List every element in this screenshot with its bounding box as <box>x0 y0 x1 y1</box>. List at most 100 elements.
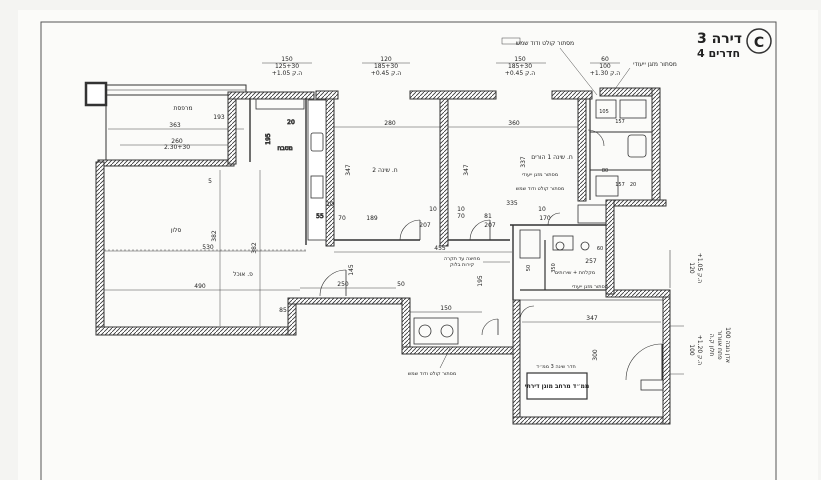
right-notes: 120 +1.05 ה.ק 100 +1.20 ה.ק חלון ק.ה פתח… <box>669 250 731 375</box>
mamad-box-text: ממ״ד מרחב מוגן דירתי <box>525 383 589 390</box>
dim-70b: 70 <box>338 215 346 222</box>
dim-455: 455 <box>434 245 446 252</box>
dim-5: 5 <box>208 178 212 185</box>
dining-label: פ. אוכל <box>233 271 253 278</box>
dim-20b: 20 <box>630 182 636 188</box>
dim-55: 55 <box>316 213 324 220</box>
top-dim-4-height: +1.30 ה.ק <box>590 70 620 77</box>
top-dim-3-width: 150 <box>514 56 526 63</box>
dim-195b: 195 <box>477 275 484 287</box>
dim-20: 20 <box>287 119 295 126</box>
top-dim-3-sub: 185+30 <box>508 63 532 70</box>
top-dim-2-height: +0.45 ה.ק <box>371 70 401 77</box>
dim-300: 300 <box>592 349 599 361</box>
top-dim-1-width: 150 <box>281 56 293 63</box>
sill-note: אדן גובה 100 <box>724 327 731 363</box>
apartment-title: דירה 3 <box>697 31 742 47</box>
dim-280: 280 <box>384 120 396 127</box>
dim-382b: 382 <box>251 242 258 254</box>
dim-170: 170 <box>539 215 551 222</box>
mamad-room: 347 300 חדר שינה 3 ממ״ד ממ״ד מרחב מוגן ד… <box>519 299 664 418</box>
master-bath: 105 157 157 20 80 <box>595 99 647 197</box>
dim-120: 120 <box>688 262 695 274</box>
dim-337: 337 <box>520 156 527 168</box>
dim-193: 193 <box>213 114 225 121</box>
dim-230: 2.30+30 <box>164 144 190 151</box>
height-120: +1.05 ה.ק <box>696 253 703 283</box>
dim-189: 189 <box>366 215 378 222</box>
bedroom2-label: ח. שינה 2 <box>372 167 397 174</box>
dim-360: 360 <box>508 120 520 127</box>
dim-106: 105 <box>599 109 609 115</box>
dim-382a: 382 <box>211 230 218 242</box>
bedroom1-label: ח. שינה 1 הורים <box>531 154 573 161</box>
kitchen-label: מטבח <box>277 145 292 152</box>
bath-label: מקלחת + שירותים <box>555 270 595 276</box>
laundry: 150 מסתור קולט ודוד שמש <box>408 305 499 377</box>
plan-number-circle <box>746 28 772 54</box>
title-block: C דירה 3 4 חדרים <box>697 28 772 60</box>
dim-70a: 70 <box>457 213 465 220</box>
dim-347b: 347 <box>463 164 470 176</box>
top-note-a: מסתור קולט ודוד שמש <box>516 40 574 47</box>
dim-530: 530 <box>202 244 214 251</box>
paper-sheet <box>18 10 818 480</box>
mamad-box <box>526 372 588 400</box>
corridor: מחיצה עד תקרה קירות בלוק 455 195 50 70 1… <box>326 201 546 288</box>
drawing-frame <box>40 21 777 480</box>
plan-number: C <box>754 35 764 51</box>
service-hall: 257 מקלחת + שירותים 60 50 350 <box>519 204 607 276</box>
hvac-note-2: מסתור קולט ודוד שמש <box>516 186 565 192</box>
dim-10b: 10 <box>457 206 465 213</box>
dim-260: 260 <box>171 138 183 145</box>
dim-257: 257 <box>585 258 597 265</box>
dim-157b: 157 <box>615 182 625 188</box>
dim-195: 195 <box>265 133 272 145</box>
dim-490: 490 <box>194 283 206 290</box>
dim-100: 100 <box>688 344 695 356</box>
dim-335: 335 <box>506 200 518 207</box>
dim-363: 363 <box>169 122 181 129</box>
top-dim-1-height: +1.05 ה.ק <box>272 70 302 77</box>
height-100: +1.20 ה.ק <box>696 335 703 365</box>
dim-347a: 347 <box>345 164 352 176</box>
vent-note: פתח אוורור <box>716 330 723 359</box>
dim-145: 145 <box>348 264 355 276</box>
partitions <box>104 98 652 300</box>
dim-10c: 10 <box>326 201 334 208</box>
service-label: מסתור מזגן ייעודי <box>572 284 608 290</box>
dim-50a: 50 <box>397 281 405 288</box>
dim-250: 250 <box>337 281 349 288</box>
dim-150: 150 <box>440 305 452 312</box>
top-dim-3-height: +0.45 ה.ק <box>505 70 535 77</box>
dim-10d: 10 <box>538 206 546 213</box>
kitchen: מטבח 195 20 55 <box>255 98 327 241</box>
window-note: חלון ק.ה <box>708 334 715 357</box>
top-note-b: מסתור מזגן ייעודי <box>633 61 677 68</box>
top-dim-2-sub: 185+30 <box>374 63 398 70</box>
hvac-note-1: מסתור מזגן ייעודי <box>522 172 558 178</box>
dim-207a: 207 <box>419 222 431 229</box>
top-dim-4-sub: 100 <box>599 63 611 70</box>
dim-80: 80 <box>602 168 608 174</box>
bottom-note: מסתור קולט ודוד שמש <box>408 371 457 377</box>
ceil-note: מחיצה עד תקרה <box>444 256 480 262</box>
dim-157a: 157 <box>615 119 625 125</box>
dim-10a: 10 <box>429 206 437 213</box>
ceil-note-2: קירות בלוק <box>450 262 475 268</box>
balcony-pillar <box>84 81 108 107</box>
dim-350: 350 <box>551 263 557 273</box>
dim-50b: 50 <box>526 265 532 271</box>
top-dim-1-sub: 125+30 <box>275 63 299 70</box>
dim-85: 85 <box>279 307 287 314</box>
dim-60: 60 <box>597 246 603 252</box>
mamad-label: חדר שינה 3 ממ״ד <box>536 364 575 370</box>
top-dimensions: 150 125+30 +1.05 ה.ק 120 185+30 +0.45 ה.… <box>262 37 677 97</box>
rooms-title: 4 חדרים <box>697 47 740 60</box>
balcony-label: מרפסת <box>173 105 192 112</box>
top-dim-2-width: 120 <box>380 56 392 63</box>
living-label: סלון <box>171 227 182 234</box>
living-area: סלון פ. אוכל 530 490 382 382 5 250 85 14… <box>104 170 396 326</box>
